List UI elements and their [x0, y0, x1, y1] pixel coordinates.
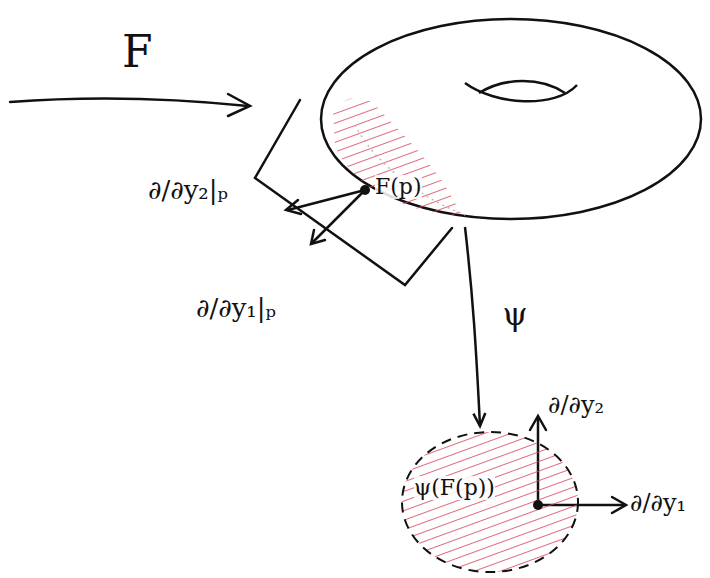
point-dot — [360, 185, 370, 195]
vector-label: ∂/∂y₂ — [548, 392, 604, 418]
point-label: ψ(F(p)) — [414, 476, 495, 500]
arrow-head — [530, 416, 546, 430]
vector-label: ∂/∂y₁ — [630, 490, 686, 516]
torus-outline — [315, 15, 707, 227]
arrow-head — [612, 497, 626, 513]
torus-outer — [321, 19, 701, 219]
map-arrow — [10, 99, 248, 106]
chart-disk: ψ(F(p)) — [398, 426, 584, 576]
arrow-head — [228, 94, 250, 116]
vector-label: ∂/∂y₁|ₚ — [196, 294, 276, 323]
shading — [355, 125, 465, 215]
disk-outline — [398, 426, 584, 576]
torus-hole — [479, 81, 565, 93]
map-name: ψ — [503, 297, 528, 332]
connector-line — [465, 227, 480, 426]
vector-label: ∂/∂y₂|ₚ — [148, 176, 228, 205]
arrow-head — [473, 413, 485, 426]
map-arrow — [465, 227, 485, 426]
map-name: F — [122, 28, 153, 76]
disk-boundary — [402, 432, 578, 572]
chart-region — [333, 98, 461, 215]
arrow-head — [286, 200, 301, 214]
point-dot — [533, 500, 543, 510]
torus-surface: F(p) — [315, 15, 707, 227]
point-label: F(p) — [375, 175, 422, 199]
arrow-head — [311, 230, 325, 244]
tangent-vector — [312, 190, 365, 243]
